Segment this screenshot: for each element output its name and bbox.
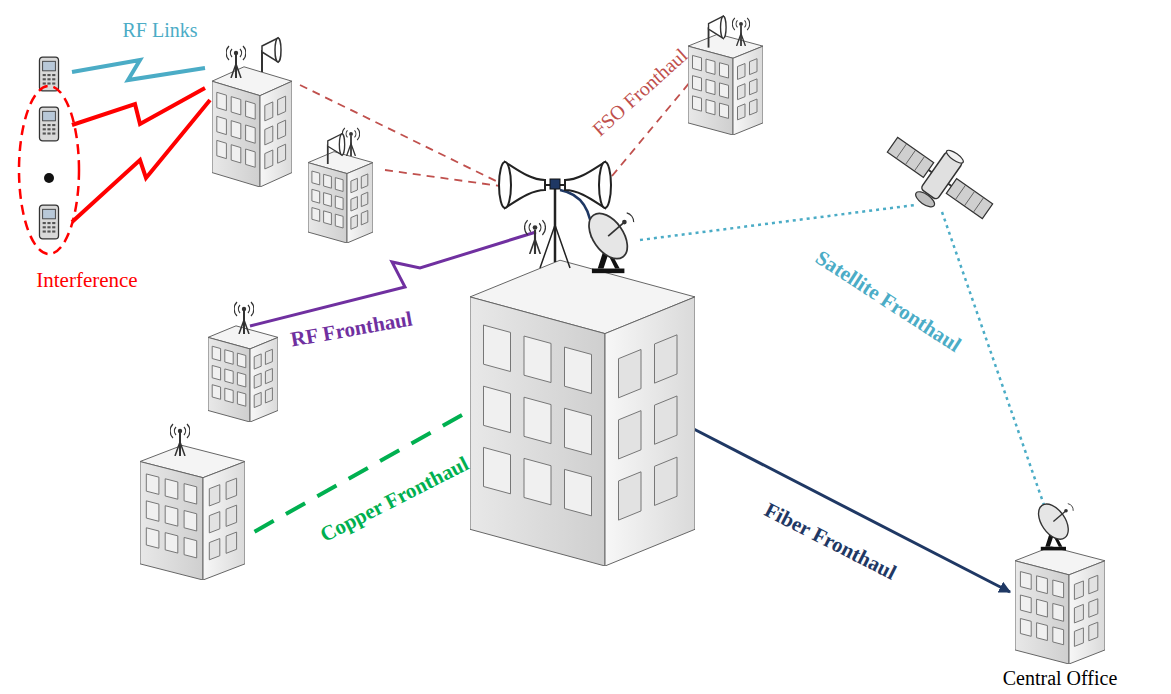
ellipsis-dot xyxy=(44,173,54,183)
satellite-link xyxy=(640,205,1052,528)
rf-link-bolt xyxy=(72,60,205,80)
link-label: RF Links xyxy=(122,19,197,41)
satellite-dish-icon xyxy=(581,206,635,273)
phone-icon xyxy=(39,107,58,141)
fronthaul-label: RF Fronthaul xyxy=(289,308,414,352)
satellite-icon xyxy=(875,121,1005,237)
fso-link xyxy=(385,170,500,186)
fronthaul-label: Satellite Fronthaul xyxy=(811,247,965,358)
antenna-icon xyxy=(226,46,246,78)
horn-antenna-icon xyxy=(328,134,345,164)
building-icon xyxy=(140,445,245,580)
fronthaul-label: Fiber Fronthaul xyxy=(760,499,899,585)
satellite-icon xyxy=(913,189,937,210)
fso-transceiver xyxy=(499,162,511,208)
interference-bolt xyxy=(72,88,205,125)
fronthaul-label: Copper Fronthaul xyxy=(317,453,473,548)
phone-icon xyxy=(39,205,58,239)
building-icon xyxy=(470,260,695,566)
interference-group-outline xyxy=(19,86,79,254)
fso-transceiver xyxy=(550,179,560,189)
antenna-icon xyxy=(525,220,546,254)
fiber-fronthaul-link xyxy=(686,425,1010,592)
phone-icon xyxy=(39,57,58,91)
antenna-icon xyxy=(732,18,749,46)
antenna-icon xyxy=(234,302,254,334)
building-icon xyxy=(688,34,763,135)
antenna-icon xyxy=(170,424,190,456)
satellite-link xyxy=(640,205,915,240)
satellite-dish-icon xyxy=(1032,499,1074,551)
fso-transceiver xyxy=(599,162,611,208)
satellite-icon xyxy=(945,148,965,165)
interference-bolt xyxy=(72,100,210,222)
fso-transceiver xyxy=(540,225,570,268)
satellite-icon xyxy=(896,144,983,213)
building-icon xyxy=(208,326,278,422)
site-label: Central Office xyxy=(1003,667,1118,689)
fronthaul-label: FSO Fronthaul xyxy=(588,44,692,140)
building-icon xyxy=(308,152,373,243)
horn-antenna-icon xyxy=(262,38,281,72)
building-icon xyxy=(212,67,292,187)
satellite-link xyxy=(942,212,1052,528)
horn-antenna-icon xyxy=(709,16,727,47)
building-icon xyxy=(1015,547,1105,664)
group-label: Interference xyxy=(36,269,137,292)
